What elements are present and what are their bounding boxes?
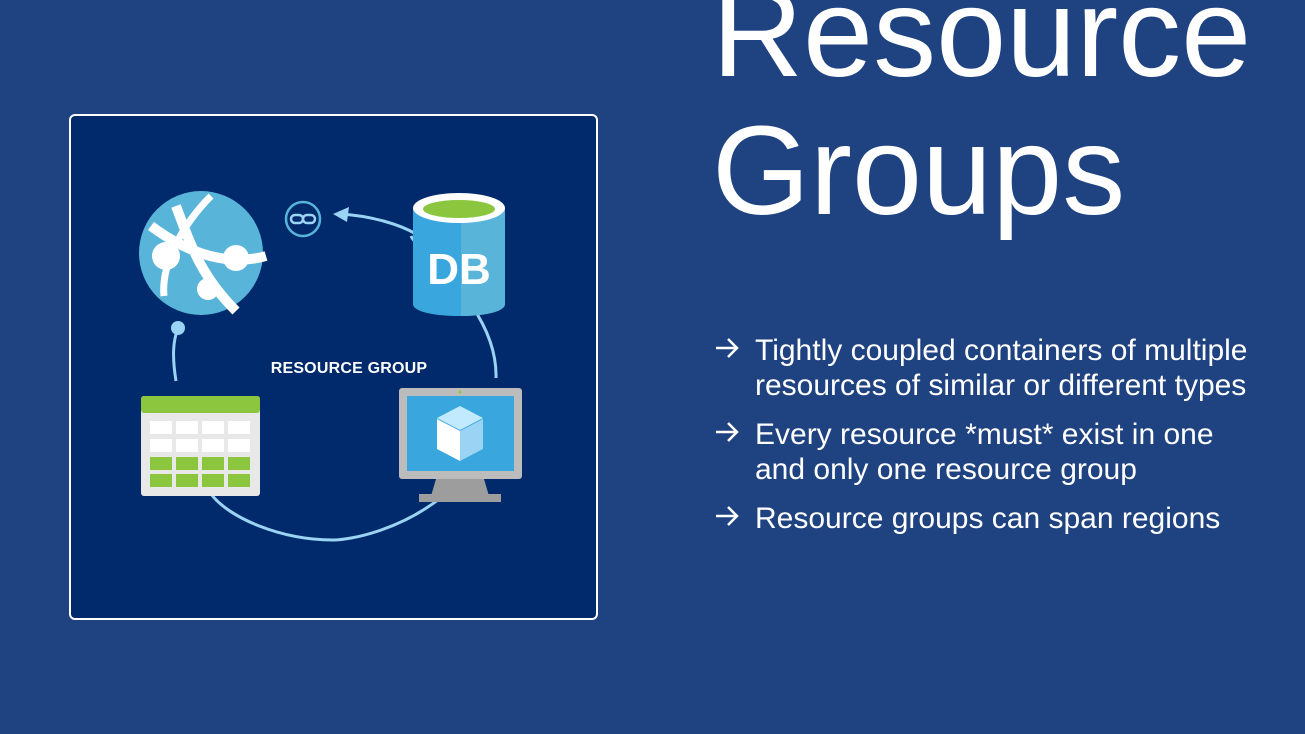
web-app-icon — [139, 191, 268, 315]
bullet-text: Resource groups can span regions — [755, 502, 1221, 535]
virtual-machine-icon — [399, 388, 522, 502]
arrow-right-icon — [716, 506, 739, 526]
link-icon — [284, 200, 322, 238]
resource-group-label: RESOURCE GROUP — [270, 360, 428, 377]
db-label: DB — [427, 245, 491, 294]
table-storage-icon — [141, 396, 260, 496]
database-icon: DB — [413, 193, 505, 316]
bullet-item: Every resource *must* exist in one and o… — [714, 417, 1254, 487]
bullet-text: Every resource *must* exist in one and o… — [755, 418, 1214, 486]
bullet-item: Tightly coupled containers of multiple r… — [714, 333, 1254, 403]
ring-dot — [171, 321, 185, 335]
bullet-list: Tightly coupled containers of multiple r… — [714, 333, 1254, 550]
arrow-right-icon — [716, 422, 739, 442]
diagram-canvas: DB — [139, 191, 522, 542]
arrowhead-icon — [333, 207, 349, 222]
cycle-ring-top — [340, 212, 417, 236]
bullet-text: Tightly coupled containers of multiple r… — [755, 334, 1248, 402]
slide-title: Resource Groups — [712, 0, 1252, 241]
arrow-right-icon — [716, 338, 739, 358]
resource-group-diagram: DB RESOURCE GROUP — [69, 114, 598, 620]
bullet-item: Resource groups can span regions — [714, 501, 1254, 536]
